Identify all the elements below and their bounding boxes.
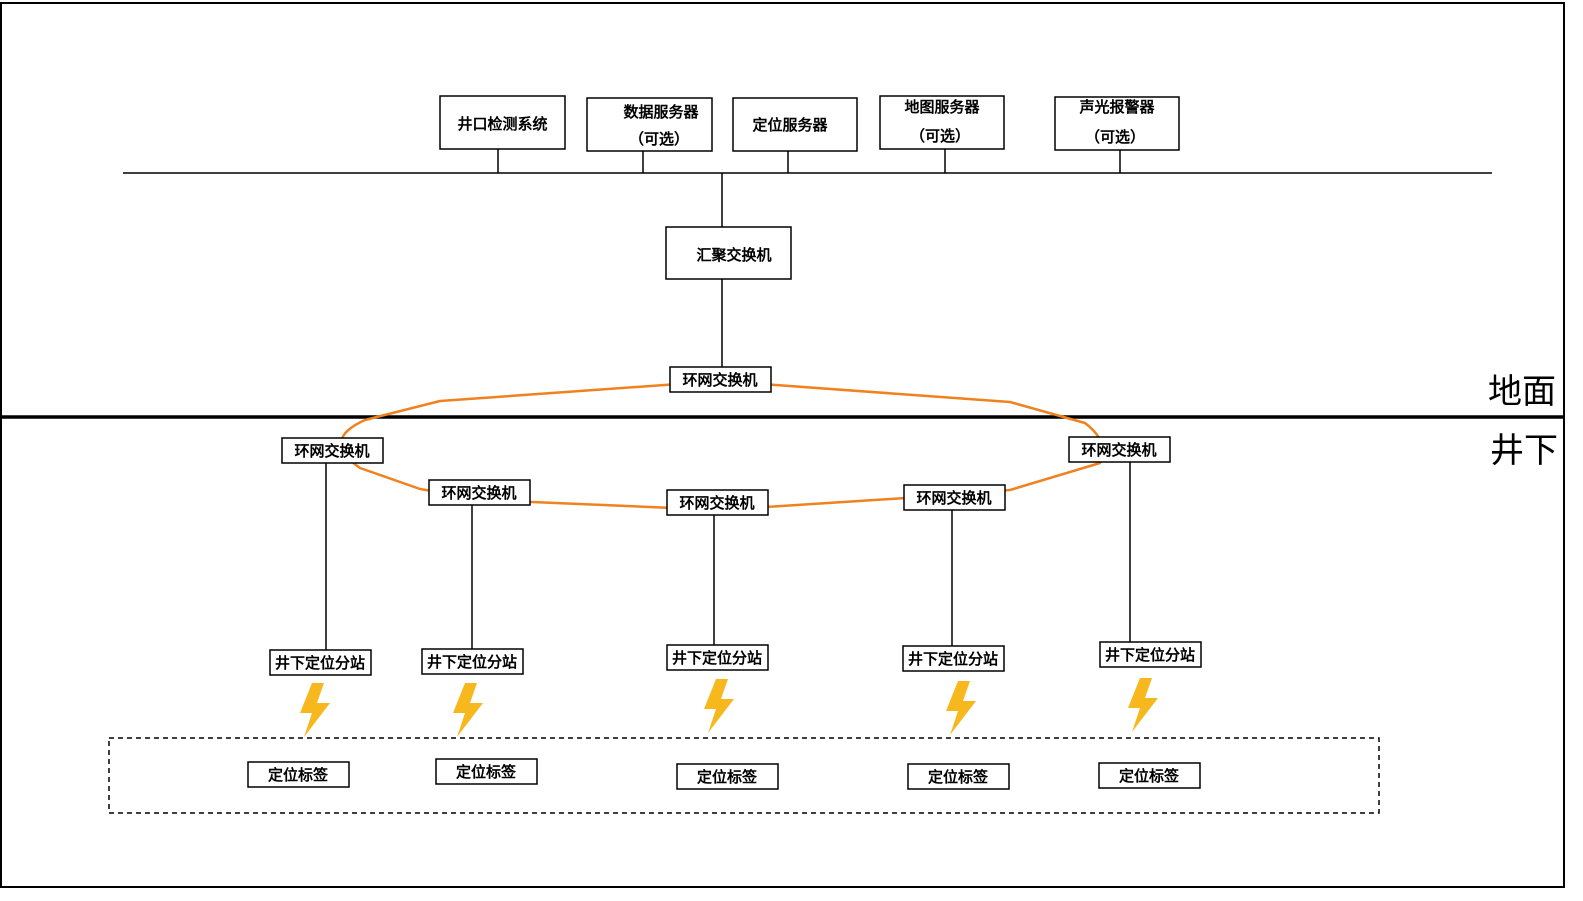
svg-text:环网交换机: 环网交换机 xyxy=(1081,441,1156,459)
lightning-bolt-icon xyxy=(704,679,734,733)
svg-text:声光报警器: 声光报警器 xyxy=(1078,98,1155,116)
svg-text:定位标签: 定位标签 xyxy=(1119,767,1180,785)
substation-2: 井下定位分站 xyxy=(421,648,524,675)
svg-text:汇聚交换机: 汇聚交换机 xyxy=(696,246,771,264)
ring-switch-5: 环网交换机 xyxy=(1068,436,1171,463)
ring-switch-3: 环网交换机 xyxy=(666,489,769,516)
svg-text:环网交换机: 环网交换机 xyxy=(441,484,516,502)
lightning-bolt-icon xyxy=(1128,678,1158,732)
svg-text:定位标签: 定位标签 xyxy=(697,768,758,786)
positioning-tag-3: 定位标签 xyxy=(676,763,779,790)
tag-region xyxy=(108,737,1380,814)
substation-1: 井下定位分站 xyxy=(269,649,372,676)
ring-switch-4: 环网交换机 xyxy=(903,484,1006,511)
svg-text:定位服务器: 定位服务器 xyxy=(752,116,828,134)
positioning-tag-5: 定位标签 xyxy=(1098,762,1201,789)
svg-text:（可选）: （可选） xyxy=(910,127,970,145)
surface-box-data-server: 数据服务器 （可选） xyxy=(586,97,713,152)
surface-box-map-server: 地图服务器 （可选） xyxy=(879,95,1005,150)
svg-text:定位标签: 定位标签 xyxy=(268,766,329,784)
svg-text:（可选）: （可选） xyxy=(629,130,689,148)
svg-text:环网交换机: 环网交换机 xyxy=(294,442,369,460)
ring-switch-1: 环网交换机 xyxy=(281,437,384,464)
outer-frame xyxy=(0,2,1565,888)
svg-text:井下定位分站: 井下定位分站 xyxy=(1105,646,1195,664)
svg-text:环网交换机: 环网交换机 xyxy=(682,371,757,389)
svg-text:环网交换机: 环网交换机 xyxy=(916,489,991,507)
surface-box-positioning-server: 定位服务器 xyxy=(732,97,858,152)
svg-text:定位标签: 定位标签 xyxy=(928,768,989,786)
ring-switch-2: 环网交换机 xyxy=(428,479,531,506)
svg-text:地图服务器: 地图服务器 xyxy=(904,98,980,116)
positioning-tag-4: 定位标签 xyxy=(907,763,1010,790)
svg-text:（可选）: （可选） xyxy=(1085,128,1145,146)
substation-4: 井下定位分站 xyxy=(902,645,1005,672)
svg-text:井下定位分站: 井下定位分站 xyxy=(275,654,365,672)
svg-text:定位标签: 定位标签 xyxy=(456,763,517,781)
substation-5: 井下定位分站 xyxy=(1099,641,1202,668)
lightning-bolt-icon xyxy=(946,681,976,735)
ring-switch-surface: 环网交换机 xyxy=(669,366,772,393)
zone-label-underground: 井下 xyxy=(1490,431,1558,471)
svg-text:数据服务器: 数据服务器 xyxy=(623,103,699,121)
positioning-tag-1: 定位标签 xyxy=(247,761,350,788)
svg-text:井下定位分站: 井下定位分站 xyxy=(427,653,517,671)
lightning-bolt-icon xyxy=(453,683,483,737)
svg-text:井口检测系统: 井口检测系统 xyxy=(457,115,547,133)
svg-text:环网交换机: 环网交换机 xyxy=(679,494,754,512)
svg-text:井下定位分站: 井下定位分站 xyxy=(908,650,998,668)
zone-label-surface: 地面 xyxy=(1488,372,1556,412)
surface-box-wellhead: 井口检测系统 xyxy=(439,95,566,150)
aggregation-switch: 汇聚交换机 xyxy=(665,226,792,280)
positioning-tag-2: 定位标签 xyxy=(435,758,538,785)
svg-text:井下定位分站: 井下定位分站 xyxy=(672,649,762,667)
lightning-bolt-icon xyxy=(300,683,330,737)
substation-3: 井下定位分站 xyxy=(666,644,769,671)
surface-box-alarm: 声光报警器 （可选） xyxy=(1054,96,1180,151)
